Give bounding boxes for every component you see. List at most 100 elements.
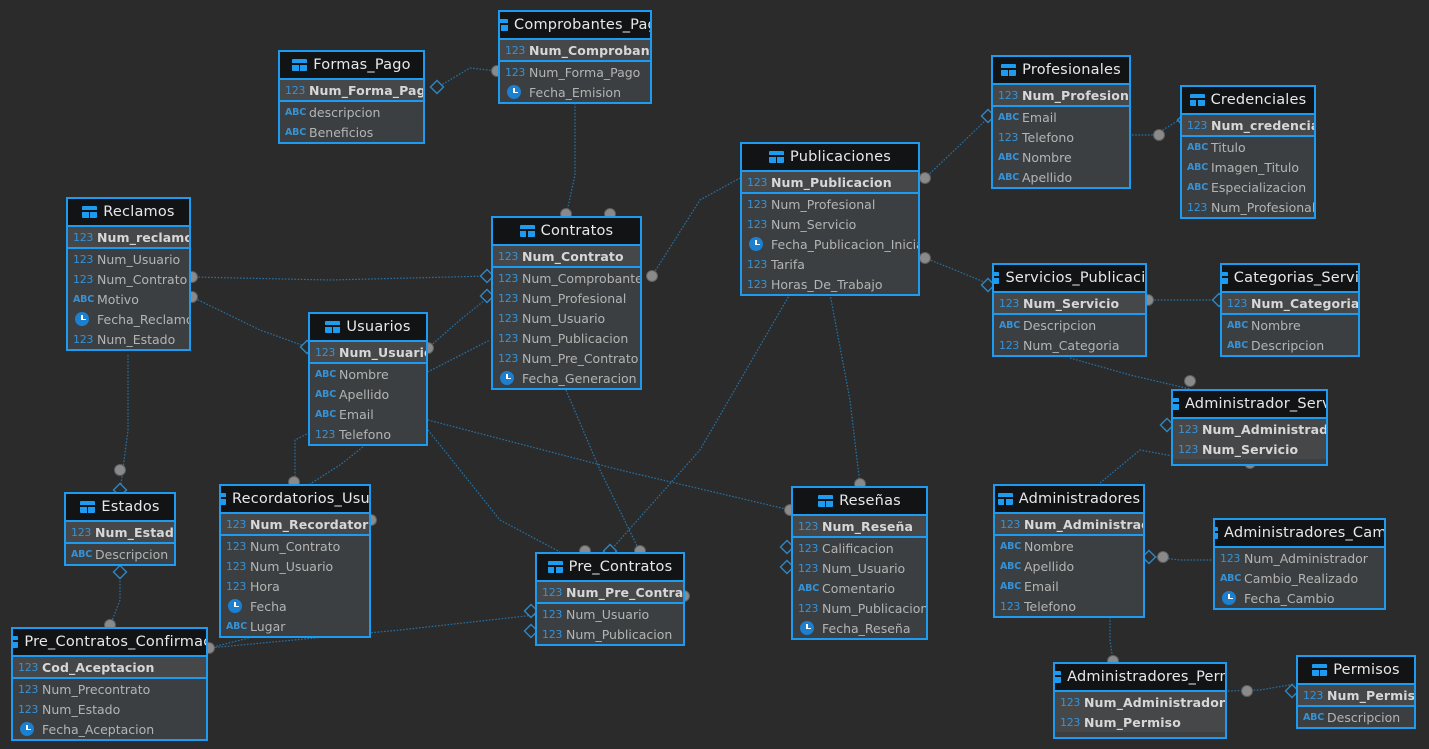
table-header[interactable]: Pre_Contratos_Confirmaci	[13, 629, 206, 657]
table-node-pre_contratos[interactable]: Pre_Contratos123Num_Pre_Contrato123Num_U…	[535, 552, 685, 646]
column-row[interactable]: Fecha_Emision	[500, 82, 650, 102]
table-node-administrador_servicio[interactable]: Administrador_Servi123Num_Administrador1…	[1171, 389, 1328, 466]
table-header[interactable]: Reseñas	[793, 488, 926, 516]
table-header[interactable]: Administradores	[995, 486, 1143, 514]
table-header[interactable]: Reclamos	[68, 199, 189, 227]
relationship-line[interactable]	[924, 257, 992, 286]
table-header[interactable]: Comprobantes_Pag	[500, 12, 650, 40]
relationship-endpoint-diamond[interactable]	[112, 564, 128, 580]
table-header[interactable]: Contratos	[493, 218, 640, 246]
relationship-endpoint-diamond[interactable]	[429, 79, 445, 95]
relationship-endpoint-circle[interactable]	[919, 172, 931, 184]
relationship-line[interactable]	[427, 419, 791, 511]
relationship-endpoint-circle[interactable]	[1184, 375, 1196, 387]
relationship-endpoint-circle[interactable]	[1157, 551, 1169, 563]
table-header[interactable]: Permisos	[1298, 657, 1414, 685]
column-row[interactable]: Fecha_Generacion	[493, 368, 640, 388]
table-header[interactable]: Recordatorios_Usua	[221, 486, 369, 514]
table-node-profesionales[interactable]: Profesionales123Num_ProfesionalABCEmail1…	[991, 55, 1131, 189]
relationship-endpoint-circle[interactable]	[919, 252, 931, 264]
column-row[interactable]: Fecha_Aceptacion	[13, 719, 206, 739]
table-header[interactable]: Usuarios	[310, 314, 426, 342]
column-row[interactable]: Fecha_Cambio	[1215, 588, 1384, 608]
column-row[interactable]: Fecha_Reseña	[793, 618, 926, 638]
relationship-endpoint-circle[interactable]	[1153, 129, 1165, 141]
relationship-line[interactable]	[437, 67, 498, 88]
table-header[interactable]: Formas_Pago	[280, 52, 423, 80]
table-header[interactable]: Profesionales	[993, 57, 1129, 85]
relationship-line[interactable]	[1227, 683, 1296, 692]
relationship-line[interactable]	[427, 295, 491, 349]
table-header[interactable]: Publicaciones	[742, 144, 918, 172]
table-header[interactable]: Pre_Contratos	[537, 554, 683, 582]
table-header[interactable]: Administradores_Perm	[1055, 664, 1225, 692]
relationship-line[interactable]	[1109, 617, 1114, 662]
table-header[interactable]: Administrador_Servi	[1173, 391, 1326, 419]
relationship-line[interactable]	[565, 103, 576, 217]
relationship-endpoint-circle[interactable]	[646, 270, 658, 282]
table-node-comprobantes_pago[interactable]: Comprobantes_Pag123Num_Comprobante123Num…	[498, 10, 652, 104]
table-header[interactable]: Administradores_Camb	[1215, 520, 1384, 548]
